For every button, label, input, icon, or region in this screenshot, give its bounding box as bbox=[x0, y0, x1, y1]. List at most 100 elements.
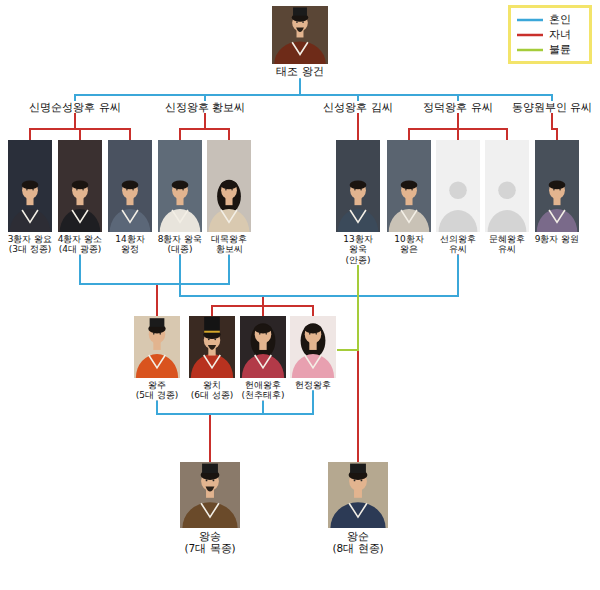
child-line bbox=[205, 113, 229, 140]
legend-line-sample bbox=[517, 31, 543, 39]
name-text: 대목왕후 황보씨 bbox=[206, 234, 252, 255]
portrait-node: 9황자 왕원 bbox=[534, 140, 580, 244]
portrait-illustration bbox=[336, 140, 380, 232]
name-text: (4대 광종) bbox=[57, 244, 103, 254]
portrait-illustration bbox=[58, 140, 102, 232]
marriage-line bbox=[180, 255, 458, 296]
legend-line-sample bbox=[517, 16, 543, 24]
legend-swatch bbox=[517, 18, 543, 21]
child-line bbox=[75, 113, 130, 140]
name-text: (6대 성종) bbox=[188, 390, 236, 400]
child-line bbox=[458, 113, 507, 140]
name-text: 10황자 왕은 bbox=[386, 234, 432, 255]
name-text: 왕순 bbox=[325, 530, 391, 542]
portrait-illustration bbox=[207, 140, 251, 232]
name-text: (안종) bbox=[335, 255, 381, 265]
name-text: 8황자 왕욱 bbox=[157, 234, 203, 244]
portrait-illustration bbox=[290, 316, 336, 378]
portrait-node: 13황자 왕욱(안종) bbox=[335, 140, 381, 265]
portrait-illustration bbox=[189, 316, 235, 378]
name-text: 선의왕후 유씨 bbox=[435, 234, 481, 255]
portrait-node: 10황자 왕은 bbox=[386, 140, 432, 255]
child-line bbox=[180, 113, 205, 140]
name-text: 왕치 bbox=[188, 380, 236, 390]
marriage-line bbox=[80, 255, 229, 284]
name-text: 4황자 왕소 bbox=[57, 234, 103, 244]
legend-swatch bbox=[517, 48, 543, 51]
portrait-node: 선의왕후 유씨 bbox=[435, 140, 481, 255]
name-text: (대종) bbox=[157, 244, 203, 254]
portrait-illustration bbox=[108, 140, 152, 232]
legend-text: 불륜 bbox=[549, 43, 571, 55]
spouse-label: 신명순성왕후 유씨 bbox=[29, 101, 120, 113]
child-line bbox=[552, 113, 557, 140]
portrait-illustration bbox=[387, 140, 431, 232]
marriage-line bbox=[75, 79, 300, 101]
legend-entry: 혼인 bbox=[511, 12, 589, 27]
portrait-node: 헌애왕후(천추태후) bbox=[239, 316, 287, 401]
portrait-illustration bbox=[158, 140, 202, 232]
marriage-line bbox=[205, 79, 300, 101]
marriage-line bbox=[300, 79, 358, 101]
portrait-illustration bbox=[436, 140, 480, 232]
portrait-node: 태조 왕건 bbox=[268, 6, 332, 79]
portrait-node: 4황자 왕소(4대 광종) bbox=[57, 140, 103, 255]
name-text: 왕송 bbox=[177, 530, 243, 542]
portrait-node: 왕치(6대 성종) bbox=[188, 316, 236, 401]
legend-text: 자녀 bbox=[549, 28, 571, 40]
name-text: 신정왕후 황보씨 bbox=[165, 101, 245, 113]
marriage-line bbox=[157, 401, 263, 414]
child-line bbox=[357, 113, 359, 140]
name-text: 14황자 왕정 bbox=[107, 234, 153, 255]
legend-swatch bbox=[517, 33, 543, 36]
child-line bbox=[409, 113, 458, 140]
portrait-illustration bbox=[134, 316, 180, 378]
child-line bbox=[30, 113, 75, 140]
child-line bbox=[263, 255, 458, 316]
portrait-illustration bbox=[328, 462, 388, 528]
portrait-illustration bbox=[240, 316, 286, 378]
portrait-node: 문혜왕후 유씨 bbox=[484, 140, 530, 255]
portrait-node: 8황자 왕욱(대종) bbox=[157, 140, 203, 255]
name-text: 9황자 왕원 bbox=[534, 234, 580, 244]
legend-text: 혼인 bbox=[549, 13, 571, 25]
portrait-illustration bbox=[180, 462, 240, 528]
spouse-label: 신정왕후 황보씨 bbox=[165, 101, 245, 113]
legend-box: 혼인자녀불륜 bbox=[508, 5, 592, 64]
name-text: (5대 경종) bbox=[133, 390, 181, 400]
child-line bbox=[263, 255, 458, 316]
portrait-node: 헌정왕후 bbox=[289, 316, 337, 390]
portrait-illustration bbox=[485, 140, 529, 232]
name-text: (8대 현종) bbox=[325, 542, 391, 554]
child-line bbox=[210, 401, 263, 462]
name-text: 태조 왕건 bbox=[268, 66, 332, 79]
child-line bbox=[337, 350, 358, 462]
spouse-label: 동양원부인 유씨 bbox=[512, 101, 592, 113]
legend-entry: 자녀 bbox=[511, 27, 589, 42]
name-text: 정덕왕후 유씨 bbox=[423, 101, 492, 113]
portrait-illustration bbox=[8, 140, 52, 232]
name-text: 13황자 왕욱 bbox=[335, 234, 381, 255]
name-text: 왕주 bbox=[133, 380, 181, 390]
spouse-label: 신성왕후 김씨 bbox=[323, 101, 392, 113]
name-text: 3황자 왕요 bbox=[7, 234, 53, 244]
name-text: (3대 정종) bbox=[7, 244, 53, 254]
affair-line bbox=[337, 265, 358, 350]
legend-entry: 불륜 bbox=[511, 42, 589, 57]
name-text: (7대 목종) bbox=[177, 542, 243, 554]
name-text: (천추태후) bbox=[239, 390, 287, 400]
portrait-node: 왕송(7대 목종) bbox=[177, 462, 243, 554]
name-text: 헌애왕후 bbox=[239, 380, 287, 390]
name-text: 동양원부인 유씨 bbox=[512, 101, 592, 113]
portrait-node: 왕주(5대 경종) bbox=[133, 316, 181, 401]
name-text: 신성왕후 김씨 bbox=[323, 101, 392, 113]
portrait-node: 14황자 왕정 bbox=[107, 140, 153, 255]
name-text: 신명순성왕후 유씨 bbox=[29, 101, 120, 113]
child-line bbox=[80, 255, 157, 316]
marriage-line bbox=[300, 79, 552, 101]
portrait-node: 3황자 왕요(3대 정종) bbox=[7, 140, 53, 255]
portrait-illustration bbox=[535, 140, 579, 232]
child-line bbox=[212, 255, 458, 316]
